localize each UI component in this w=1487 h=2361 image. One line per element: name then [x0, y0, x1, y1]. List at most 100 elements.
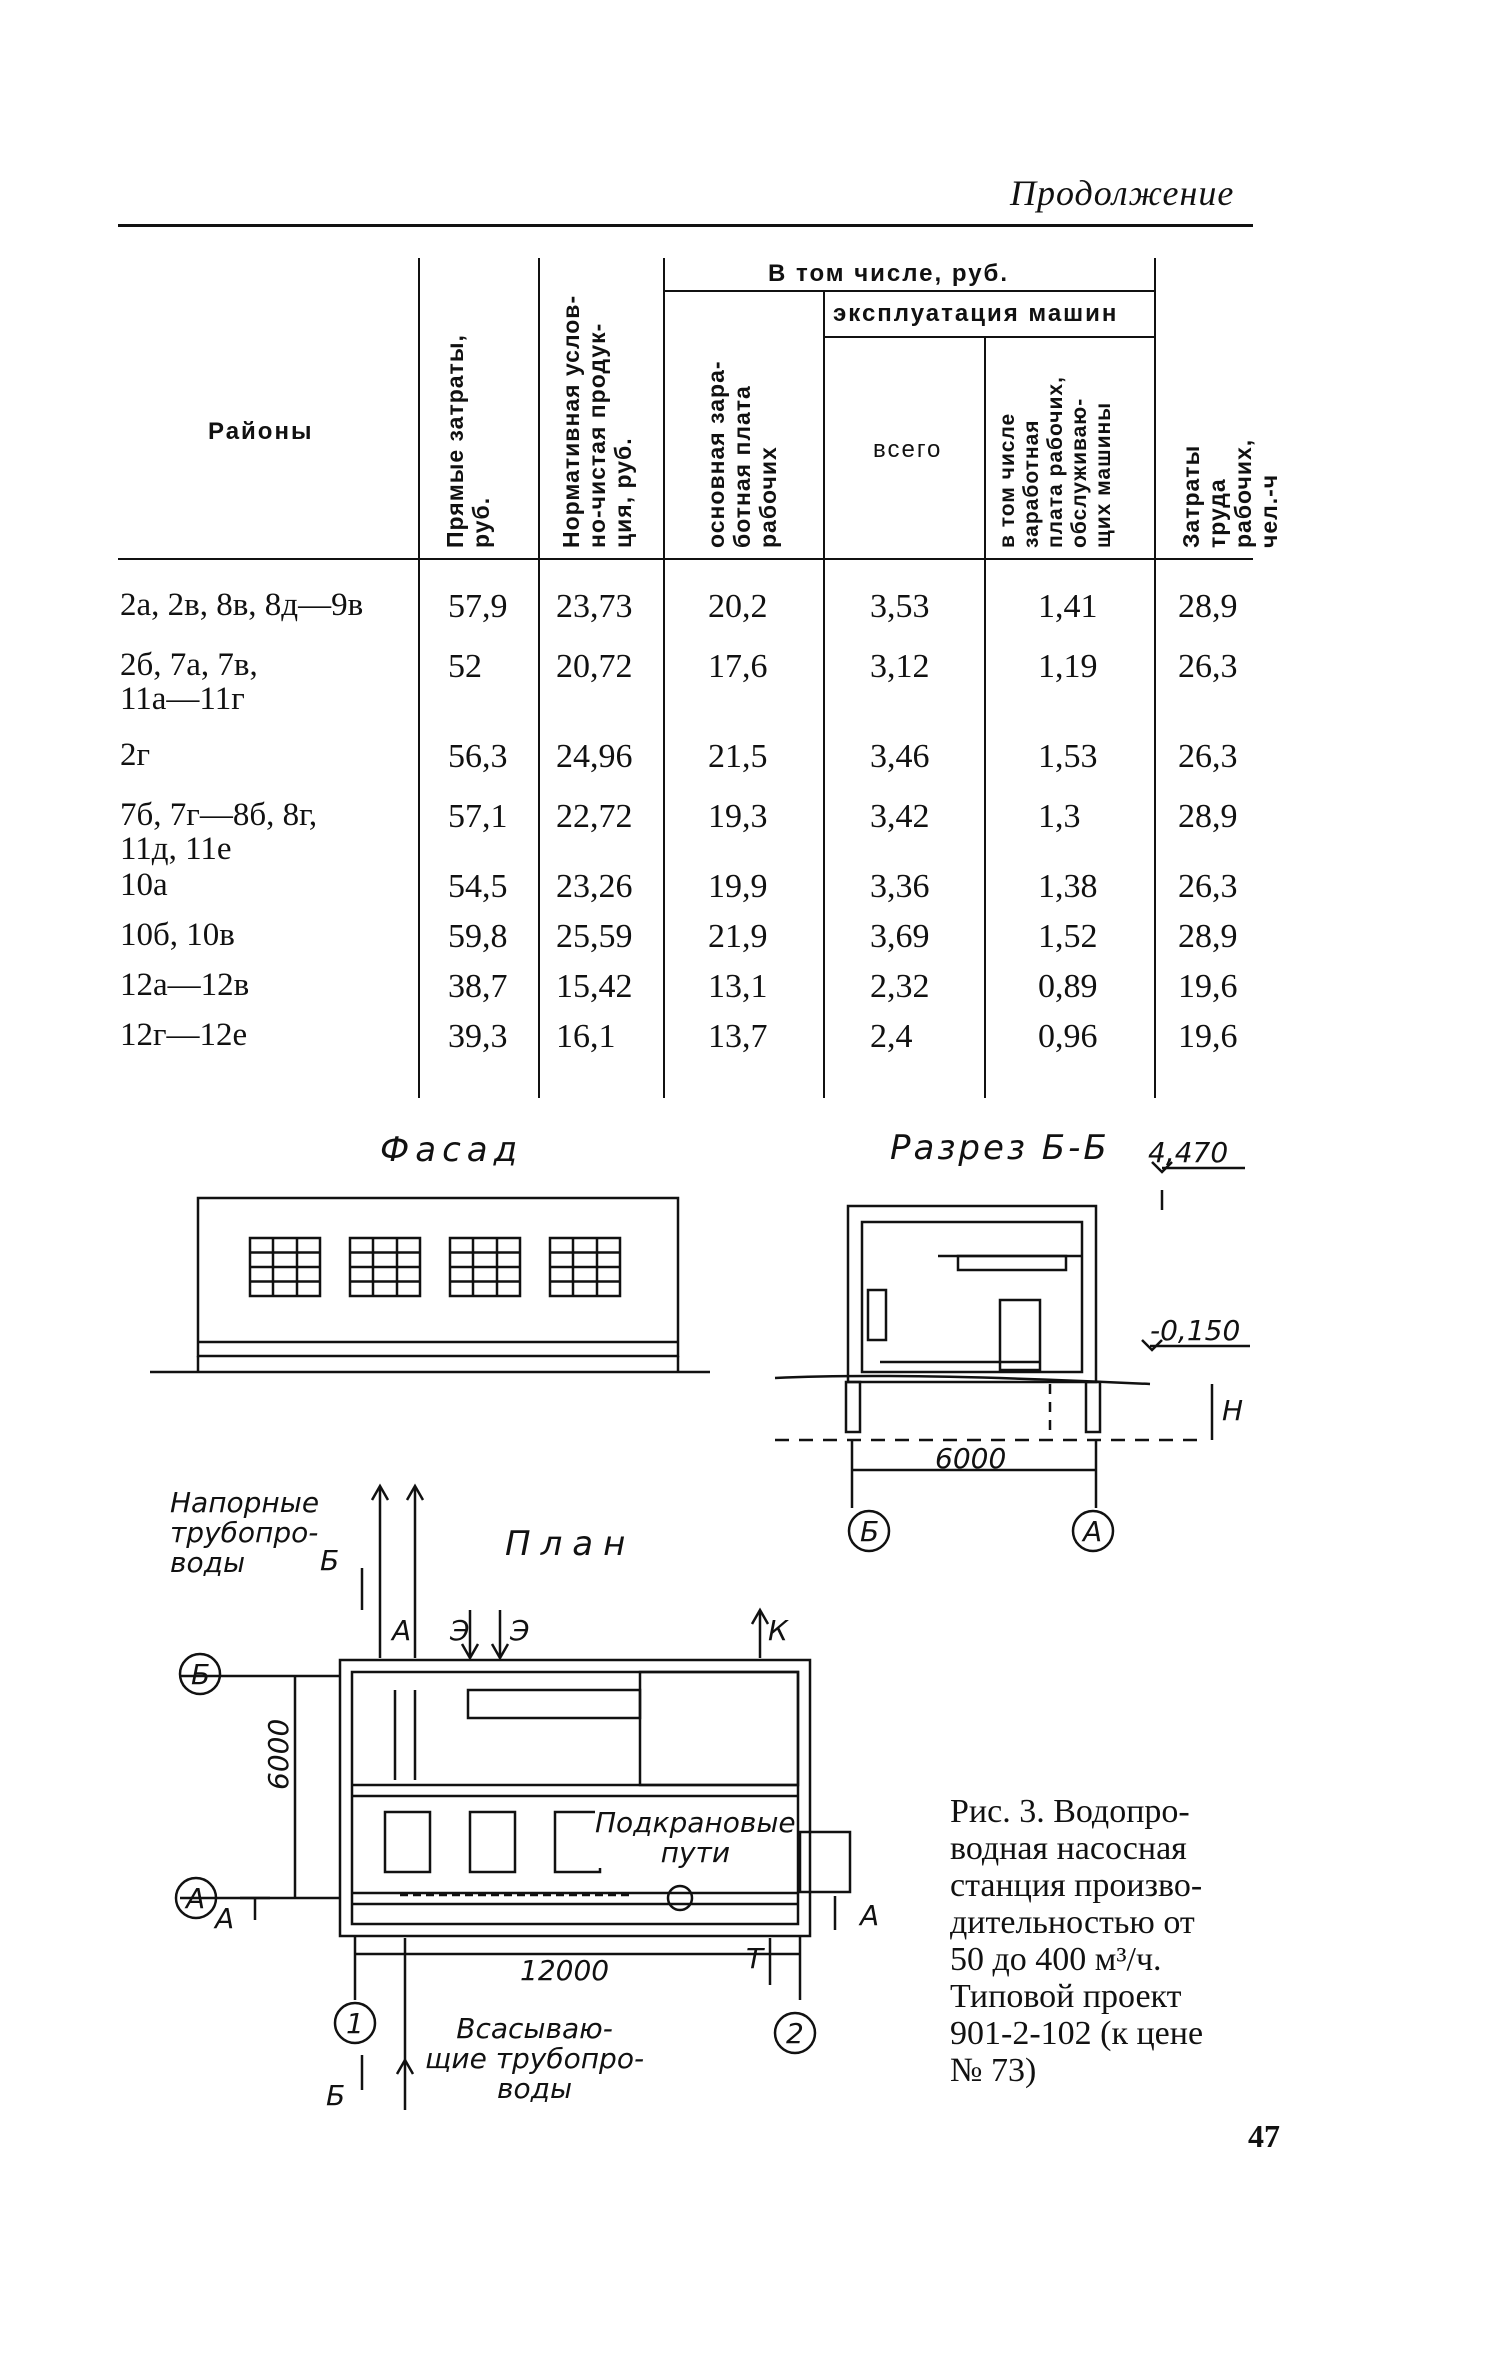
elev-top: 4,470: [1148, 1136, 1228, 1169]
cell-region: 12г—12е: [120, 1017, 248, 1053]
cell-mwage: 0,96: [1038, 1018, 1098, 1055]
dim-12000: 12000: [520, 1954, 609, 1987]
cell-total: 3,53: [870, 588, 930, 625]
section-title: Разрез Б-Б: [890, 1128, 1110, 1168]
cell-total: 2,4: [870, 1018, 913, 1055]
plan-title: План: [505, 1524, 636, 1564]
mark-a-left: А: [213, 1902, 234, 1935]
cell-direct: 56,3: [448, 738, 508, 775]
header-regions: Районы: [208, 418, 314, 445]
figure-caption: Рис. 3. Водопро- водная насосная станция…: [950, 1793, 1204, 2089]
facade-title: Фасад: [380, 1130, 524, 1170]
header-total: всего: [873, 436, 943, 463]
facade-window: [248, 1236, 322, 1298]
cell-direct: 57,9: [448, 588, 508, 625]
mark-e-2: Э: [509, 1614, 530, 1647]
mark-a-right: А: [858, 1899, 879, 1932]
cell-total: 3,46: [870, 738, 930, 775]
facade-window: [548, 1236, 622, 1298]
cell-normative: 25,59: [556, 918, 633, 955]
axis-a-plan: А: [184, 1882, 205, 1915]
cell-labor: 19,6: [1178, 968, 1238, 1005]
facade-drawing: [150, 1196, 710, 1374]
cell-direct: 54,5: [448, 868, 508, 905]
cell-region: 2а, 2в, 8в, 8д—9в: [120, 587, 364, 623]
header-machine-operation: эксплуатация машин: [833, 300, 1119, 327]
cell-mwage: 1,3: [1038, 798, 1081, 835]
cell-total: 3,36: [870, 868, 930, 905]
h-mark: H: [1222, 1394, 1243, 1427]
axis-a-section: А: [1081, 1515, 1102, 1548]
elev-low: -0,150: [1150, 1314, 1240, 1347]
cell-mwage: 1,53: [1038, 738, 1098, 775]
mark-t: Т: [746, 1942, 765, 1975]
page-number: 47: [1248, 2118, 1280, 2154]
mark-a-top: А: [390, 1614, 411, 1647]
cell-labor: 26,3: [1178, 738, 1238, 775]
axis-2: 2: [786, 2017, 804, 2050]
cell-mwage: 0,89: [1038, 968, 1098, 1005]
cell-labor: 19,6: [1178, 1018, 1238, 1055]
cell-labor: 26,3: [1178, 868, 1238, 905]
axis-b-plan: Б: [191, 1658, 210, 1691]
mark-e-1: Э: [449, 1614, 470, 1647]
cell-wage: 17,6: [708, 648, 768, 685]
facade-window: [348, 1236, 422, 1298]
mark-b-top: Б: [320, 1544, 339, 1577]
cell-direct: 38,7: [448, 968, 508, 1005]
cell-total: 3,42: [870, 798, 930, 835]
cell-normative: 23,73: [556, 588, 633, 625]
cell-wage: 21,5: [708, 738, 768, 775]
cell-total: 3,69: [870, 918, 930, 955]
pressure-pipes-label: Напорные трубопро- воды: [170, 1486, 320, 1579]
cell-region: 2г: [120, 737, 151, 773]
cell-labor: 26,3: [1178, 648, 1238, 685]
cell-region: 10а: [120, 867, 168, 903]
dim-6000-plan: 6000: [262, 1719, 295, 1790]
axis-b-section: Б: [860, 1515, 879, 1548]
facade-window: [448, 1236, 522, 1298]
cell-total: 2,32: [870, 968, 930, 1005]
cell-labor: 28,9: [1178, 798, 1238, 835]
section-drawing: [774, 1161, 1250, 1553]
crane-tracks-label: Подкрановые пути: [595, 1806, 796, 1869]
cell-normative: 20,72: [556, 648, 633, 685]
cell-total: 3,12: [870, 648, 930, 685]
cell-mwage: 1,41: [1038, 588, 1098, 625]
cell-labor: 28,9: [1178, 918, 1238, 955]
cell-labor: 28,9: [1178, 588, 1238, 625]
header-including: В том числе, руб.: [768, 260, 1010, 287]
continuation-label: Продолжение: [1010, 173, 1235, 213]
cell-wage: 20,2: [708, 588, 768, 625]
mark-k: К: [768, 1614, 789, 1647]
cell-normative: 22,72: [556, 798, 633, 835]
cell-wage: 21,9: [708, 918, 768, 955]
cell-region: 2б, 7а, 7в, 11а—11г: [120, 647, 258, 717]
dim-6000-section: 6000: [935, 1442, 1006, 1475]
cell-direct: 39,3: [448, 1018, 508, 1055]
cell-mwage: 1,19: [1038, 648, 1098, 685]
cell-region: 10б, 10в: [120, 917, 235, 953]
cell-wage: 19,9: [708, 868, 768, 905]
cell-region: 12а—12в: [120, 967, 250, 1003]
cell-mwage: 1,52: [1038, 918, 1098, 955]
cell-normative: 15,42: [556, 968, 633, 1005]
cell-direct: 57,1: [448, 798, 508, 835]
cell-mwage: 1,38: [1038, 868, 1098, 905]
cell-region: 7б, 7г—8б, 8г, 11д, 11е: [120, 797, 318, 867]
cell-direct: 52: [448, 648, 482, 685]
cell-direct: 59,8: [448, 918, 508, 955]
suction-pipes-label: Всасываю- щие трубопро- воды: [425, 2012, 645, 2105]
cell-wage: 19,3: [708, 798, 768, 835]
axis-1: 1: [346, 2007, 364, 2040]
cell-normative: 24,96: [556, 738, 633, 775]
mark-b-bottom: Б: [326, 2079, 345, 2112]
cell-normative: 16,1: [556, 1018, 616, 1055]
cell-wage: 13,7: [708, 1018, 768, 1055]
table-header: Районы Прямые затраты, руб. Нормативная …: [118, 258, 1282, 1098]
cell-wage: 13,1: [708, 968, 768, 1005]
cell-normative: 23,26: [556, 868, 633, 905]
top-rule: [118, 224, 1253, 227]
plan-drawing: [174, 1483, 852, 2110]
